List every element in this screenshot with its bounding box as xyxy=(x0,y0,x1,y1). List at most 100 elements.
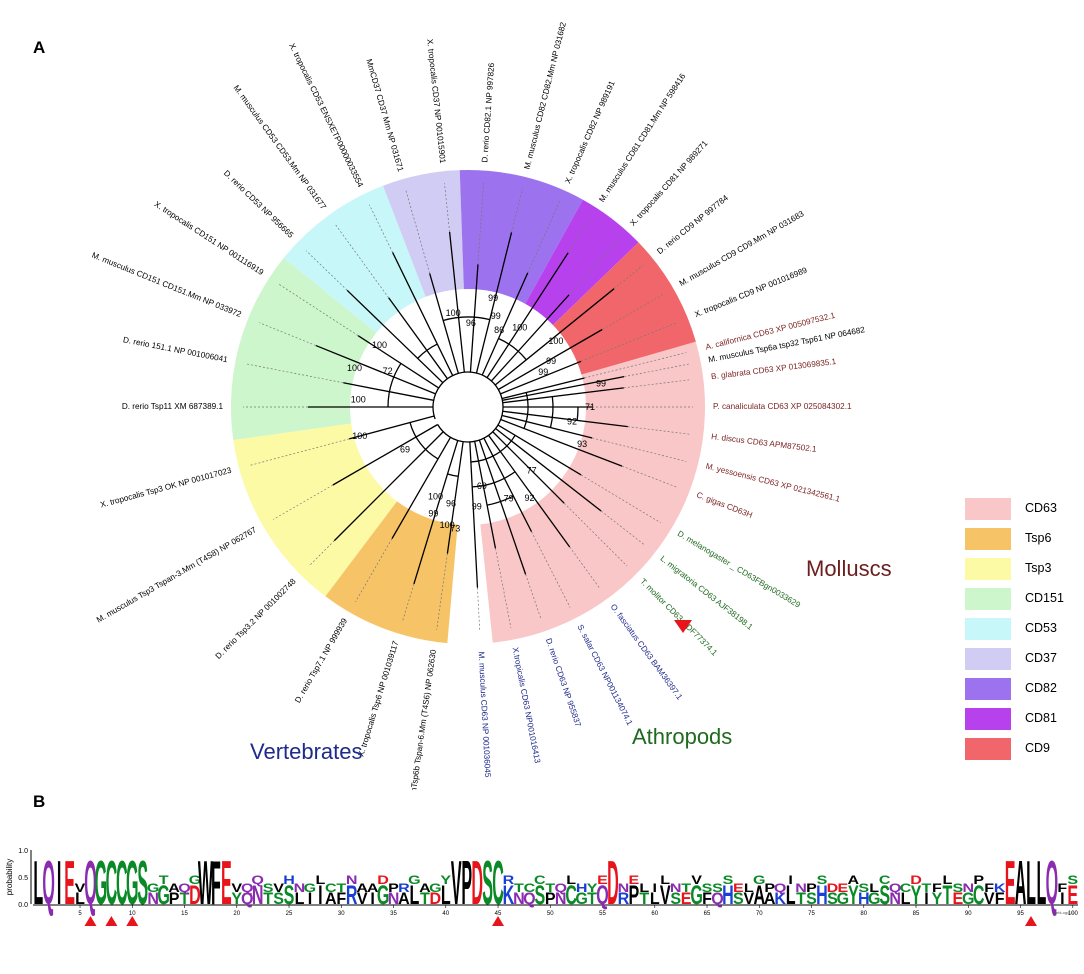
logo-letter: C xyxy=(492,848,504,918)
logo-letter: S xyxy=(534,880,545,910)
logo-letter: L xyxy=(901,890,911,908)
tree-branch xyxy=(346,289,444,384)
tree-branch xyxy=(502,376,625,401)
tree-branch xyxy=(501,414,593,439)
logo-letter: G xyxy=(377,880,390,910)
logo-letter: A xyxy=(764,890,776,908)
tree-branch xyxy=(486,495,514,506)
logo-letter: S xyxy=(670,890,681,908)
logo-letter: N xyxy=(294,882,306,896)
logo-x-tick: 60 xyxy=(651,911,658,917)
tree-branch xyxy=(523,392,529,429)
logo-letter: N xyxy=(795,882,807,896)
bootstrap-value: 100 xyxy=(512,322,527,332)
logo-letter: E xyxy=(64,848,75,918)
logo-letter: N xyxy=(670,882,682,896)
taxon-label: M. musculus CD63 NP 001036045 xyxy=(477,651,493,778)
tip-leader xyxy=(477,182,485,265)
logo-letter: V xyxy=(75,882,86,896)
legend-item-cd37: CD37 xyxy=(965,645,1075,675)
logo-letter: V xyxy=(231,882,242,896)
logo-letter: A xyxy=(1015,848,1027,918)
bootstrap-value: 93 xyxy=(577,439,587,449)
logo-letter: F xyxy=(995,890,1005,908)
logo-letter: L xyxy=(566,874,576,888)
tree-branch xyxy=(483,437,533,533)
logo-letter: D xyxy=(910,874,922,888)
legend-swatch xyxy=(965,738,1011,760)
logo-letter: L xyxy=(639,882,649,896)
tree-branch xyxy=(409,422,439,460)
tip-leader xyxy=(621,465,679,488)
logo-letter: A xyxy=(398,890,410,908)
taxon-label: D. rerio CD82.1 NP 997826 xyxy=(480,62,496,163)
legend-label: CD151 xyxy=(1025,591,1064,605)
tree-branch xyxy=(469,441,479,588)
logo-letter: V xyxy=(660,880,671,910)
logo-letter: I xyxy=(370,890,374,908)
tree-branch xyxy=(413,440,459,585)
logo-letter: V xyxy=(691,874,702,888)
logo-x-tick: 40 xyxy=(442,911,449,917)
logo-letter: T xyxy=(796,890,806,908)
logo-letter: A xyxy=(356,882,368,896)
logo-letter: Q xyxy=(1046,848,1059,918)
tip-leader xyxy=(247,363,344,384)
logo-letter: C xyxy=(524,882,536,896)
logo-letter: P xyxy=(461,848,472,918)
logo-letter: I xyxy=(308,890,312,908)
tip-leader xyxy=(401,583,415,623)
taxon-label: D. rerio CD9 NP 997784 xyxy=(655,193,730,256)
bootstrap-value: 86 xyxy=(494,325,504,335)
legend-item-tsp3: Tsp3 xyxy=(965,555,1075,585)
tree-branch xyxy=(495,428,602,512)
logo-letter: P xyxy=(806,882,817,896)
logo-letter: E xyxy=(221,848,232,918)
legend-label: CD53 xyxy=(1025,621,1057,635)
logo-letter: Q xyxy=(178,882,191,896)
logo-letter: G xyxy=(575,890,587,908)
tip-leader xyxy=(335,224,389,298)
bootstrap-value: 100 xyxy=(446,308,461,318)
tip-leader xyxy=(308,540,335,567)
taxon-label: X. tropocalis CD37 NP 001015901 xyxy=(425,39,447,165)
taxon-label: D. rerio Tsp3.2 NP 001002748 xyxy=(214,577,298,661)
taxon-label: B. glabrata CD63 XP 013069835.1 xyxy=(711,357,838,381)
bootstrap-value: 99 xyxy=(488,293,498,303)
logo-x-tick: 80 xyxy=(860,911,867,917)
tree-branch xyxy=(497,328,603,391)
logo-letter: S xyxy=(702,882,713,896)
legend-label: CD63 xyxy=(1025,501,1057,515)
logo-letter: E xyxy=(1067,880,1078,910)
logo-letter: P xyxy=(764,882,775,896)
tree-branch xyxy=(392,252,454,376)
tree-branch xyxy=(576,406,579,421)
logo-letter: K xyxy=(503,880,515,910)
taxon-label: X. tropocalis CD82 NP 989191 xyxy=(563,79,617,185)
logo-letter: H xyxy=(722,880,734,910)
legend-label: Tsp6 xyxy=(1025,531,1052,545)
logo-letter: T xyxy=(922,882,932,896)
logo-letter: V xyxy=(357,890,368,908)
taxon-label: X. tropocalis Tsp6 NP 001039117 xyxy=(356,639,400,757)
logo-letter: L xyxy=(660,874,670,888)
tip-leader xyxy=(569,546,601,590)
logo-x-tick: 5 xyxy=(78,911,82,917)
tip-leader xyxy=(477,587,481,632)
logo-letter: S xyxy=(723,874,734,888)
legend-label: CD82 xyxy=(1025,681,1057,695)
taxon-label: C. gigas CD63H xyxy=(695,490,754,520)
logo-letter: P xyxy=(169,890,180,908)
site-marker xyxy=(1024,916,1037,926)
logo-letter: G xyxy=(189,874,202,888)
bootstrap-value: 99 xyxy=(472,502,482,512)
vertebrates-label: Vertebrates xyxy=(250,739,363,764)
logo-letter: D xyxy=(377,874,389,888)
bootstrap-value: 100 xyxy=(372,340,387,350)
logo-x-tick: 15 xyxy=(181,911,188,917)
logo-letter: A xyxy=(325,890,337,908)
tip-leader xyxy=(511,188,523,233)
